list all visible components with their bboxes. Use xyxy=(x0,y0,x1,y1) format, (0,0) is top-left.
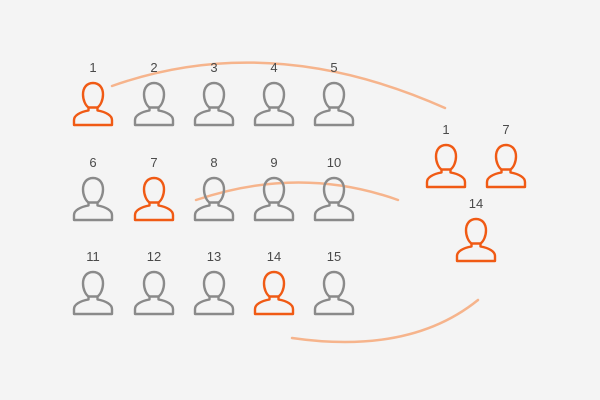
person-8-number: 8 xyxy=(210,155,218,170)
person-10: 10 xyxy=(304,155,364,239)
person-outline-icon xyxy=(253,270,295,316)
person-5-number: 5 xyxy=(330,60,338,75)
person-1-highlighted-number: 1 xyxy=(89,60,97,75)
person-outline-icon xyxy=(455,217,497,263)
person-1-highlighted: 1 xyxy=(63,60,123,144)
person-outline-icon xyxy=(193,81,235,127)
person-6-number: 6 xyxy=(89,155,97,170)
person-outline-icon xyxy=(313,81,355,127)
person-7-highlighted-number: 7 xyxy=(150,155,158,170)
person-15-number: 15 xyxy=(326,249,342,264)
selected-person-7: 7 xyxy=(476,122,536,206)
arc-row-2 xyxy=(194,181,400,202)
person-7-highlighted: 7 xyxy=(124,155,184,239)
arc-row-3 xyxy=(290,298,480,344)
person-5: 5 xyxy=(304,60,364,144)
selected-person-14: 14 xyxy=(446,196,506,280)
person-outline-icon xyxy=(253,81,295,127)
person-15: 15 xyxy=(304,249,364,333)
person-13: 13 xyxy=(184,249,244,333)
person-3-number: 3 xyxy=(210,60,218,75)
person-4-number: 4 xyxy=(270,60,278,75)
person-outline-icon xyxy=(133,270,175,316)
person-outline-icon xyxy=(133,81,175,127)
person-8: 8 xyxy=(184,155,244,239)
person-3: 3 xyxy=(184,60,244,144)
person-2: 2 xyxy=(124,60,184,144)
selected-person-1: 1 xyxy=(416,122,476,206)
person-9-number: 9 xyxy=(270,155,278,170)
person-14-highlighted-number: 14 xyxy=(266,249,282,264)
person-13-number: 13 xyxy=(206,249,222,264)
selected-person-7-number: 7 xyxy=(502,122,510,137)
person-outline-icon xyxy=(193,176,235,222)
person-11-number: 11 xyxy=(86,249,100,264)
selected-person-1-number: 1 xyxy=(442,122,450,137)
person-2-number: 2 xyxy=(150,60,158,75)
selected-person-14-number: 14 xyxy=(468,196,484,211)
person-12: 12 xyxy=(124,249,184,333)
person-outline-icon xyxy=(193,270,235,316)
person-outline-icon xyxy=(133,176,175,222)
person-outline-icon xyxy=(313,176,355,222)
person-14-highlighted: 14 xyxy=(244,249,304,333)
person-6: 6 xyxy=(63,155,123,239)
person-outline-icon xyxy=(72,270,114,316)
person-outline-icon xyxy=(72,81,114,127)
person-12-number: 12 xyxy=(146,249,162,264)
person-11: 11 xyxy=(63,249,123,333)
person-10-number: 10 xyxy=(326,155,342,170)
person-4: 4 xyxy=(244,60,304,144)
arc-row-1 xyxy=(110,61,447,110)
person-9: 9 xyxy=(244,155,304,239)
person-outline-icon xyxy=(253,176,295,222)
person-outline-icon xyxy=(313,270,355,316)
person-outline-icon xyxy=(72,176,114,222)
person-outline-icon xyxy=(425,143,467,189)
person-outline-icon xyxy=(485,143,527,189)
